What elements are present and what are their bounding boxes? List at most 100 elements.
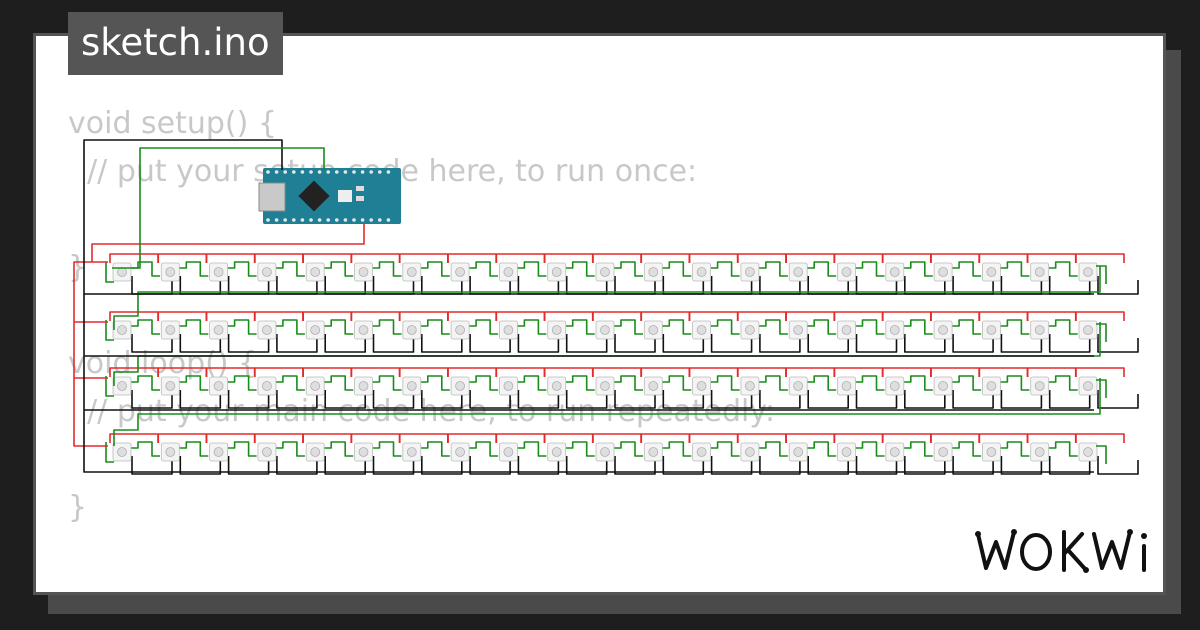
data-wire [1045,261,1078,277]
led-pixel [257,376,277,396]
data-wire [272,441,305,457]
ground-wire [469,456,511,475]
power-bus [91,224,365,263]
wokwi-logo-icon [975,529,1147,573]
led-lens [889,381,900,391]
led-lens [938,267,948,277]
data-wire [804,319,837,335]
arduino-nano-board[interactable] [258,168,401,224]
ground-wire [952,390,994,409]
ground-wire [372,334,415,353]
led-lens [938,325,948,335]
ground-wire [662,334,705,353]
led-pixel [209,320,229,340]
led-pixel [837,376,856,396]
led-lens [455,325,466,335]
microcontroller-chip [298,180,330,212]
led-lens [261,325,272,335]
data-wire [755,441,788,457]
data-wire [466,261,499,277]
led-lens [406,381,417,391]
led-lens [117,325,127,335]
data-wire [852,375,885,391]
preview-card [33,33,1166,595]
data-wire [755,375,788,391]
ground-wire [179,456,222,475]
led-lens [745,325,755,335]
led-pixel [1078,442,1098,462]
ground-wire [1048,390,1091,409]
data-wire [804,261,837,277]
led-pixel [402,376,422,396]
ground-wire [227,390,270,409]
ground-wire [807,334,849,353]
data-wire [321,441,354,457]
led-pixel [595,442,615,462]
ground-wire [904,456,946,475]
ground-returns [83,294,1094,473]
data-wire [417,441,450,457]
data-wire [900,375,933,391]
led-lens [213,267,224,277]
ground-wire [710,456,753,475]
led-lens [793,447,804,457]
pin-bottom [378,218,382,222]
led-pixel [112,376,132,396]
data-wire [659,441,692,457]
pin-bottom [283,218,288,222]
led-pixel [209,262,229,282]
led-lens [455,381,466,391]
led-pixel [788,442,808,462]
pin-top [283,170,288,174]
led-pixel [402,442,422,462]
data-wire [659,261,692,277]
ground-wire [421,334,463,353]
data-wire [900,261,933,277]
ground-bus [83,139,1094,295]
data-wire [176,319,209,335]
led-pixel [933,442,953,462]
ground-wire [759,334,801,353]
ground-wire [517,456,560,475]
file-tab[interactable]: sketch.ino [68,12,283,75]
pin-bottom [360,218,365,222]
data-wire [128,261,160,277]
row-link-2 [113,322,1101,386]
led-pixel [643,320,663,340]
led-pixel [305,262,325,282]
led-lens [745,381,755,391]
led-lens [165,267,176,277]
led-pixel [547,376,567,396]
led-lens [889,325,900,335]
power-taps [74,321,108,379]
reset-button[interactable] [338,190,352,202]
ground-wire [276,456,318,475]
file-name: sketch.ino [81,21,270,64]
led-lens [938,447,948,457]
pin-top [292,170,296,174]
led-pixel [209,376,229,396]
led-pixel [740,320,760,340]
data-wire [562,375,595,391]
ground-wire [469,334,511,353]
led-lens [261,447,272,457]
data-wire [272,319,305,335]
led-lens [455,267,466,277]
pin-top [343,170,348,174]
data-wire [369,261,402,277]
led-pixel [498,262,518,282]
led-lens [261,267,272,277]
led-lens [310,325,321,335]
power-wire [1075,433,1125,443]
led-lens [745,447,755,457]
data-wire [707,261,740,277]
led-lens [696,267,707,277]
led-pixel [692,320,711,340]
led-lens [986,447,997,457]
pin-bottom [309,218,313,222]
pin-bottom [317,218,322,222]
data-wire [128,375,160,391]
data-wire [272,261,305,277]
pin-top [386,170,391,174]
led-pixel [933,320,953,340]
